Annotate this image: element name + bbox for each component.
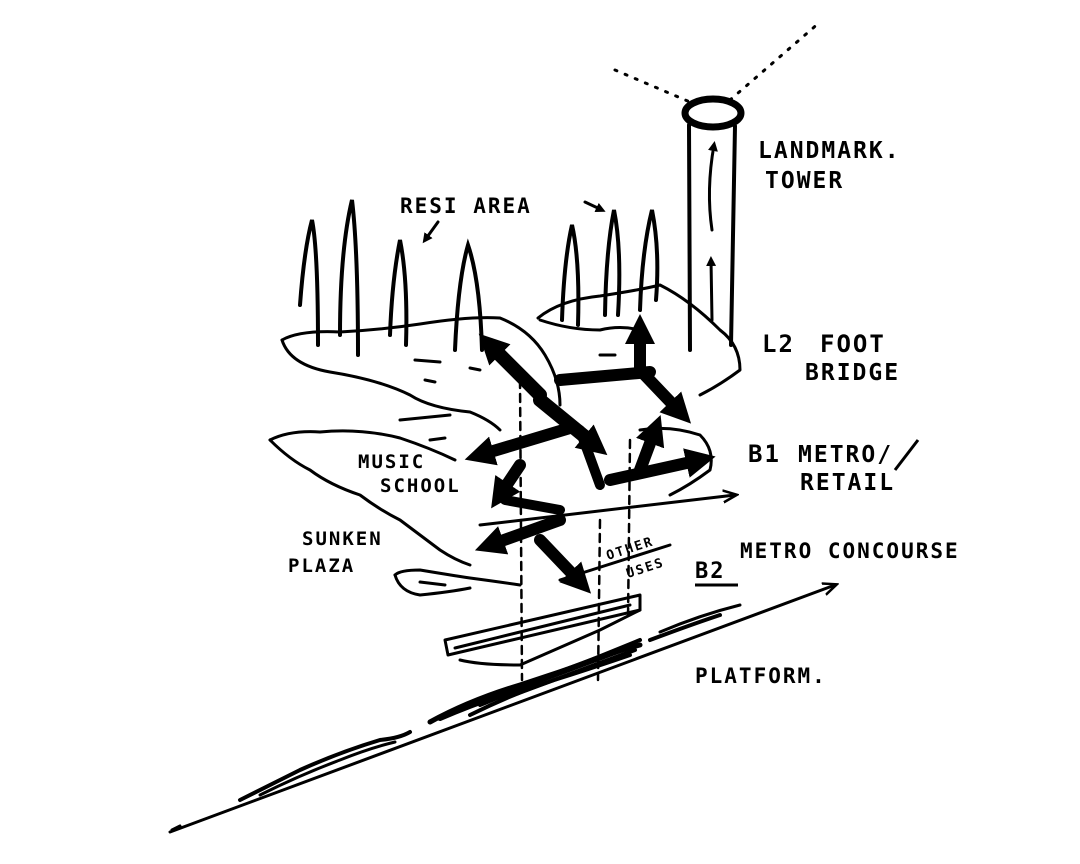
- label-landmark: LANDMARK.: [758, 138, 901, 164]
- label-metro-retail: METRO/: [798, 442, 893, 468]
- residential-towers: [298, 199, 660, 357]
- label-retail: RETAIL: [800, 470, 895, 496]
- label-platform: PLATFORM.: [695, 664, 827, 688]
- sight-lines: [613, 20, 822, 104]
- label-uses: USES: [625, 555, 667, 581]
- l2-podium: [280, 283, 742, 432]
- platform: [168, 585, 835, 834]
- sunken-plaza: [393, 568, 522, 597]
- label-metro-concourse: METRO CONCOURSE: [740, 539, 960, 563]
- label-tower: TOWER: [765, 168, 844, 194]
- label-bridge: BRIDGE: [805, 360, 900, 386]
- label-foot: FOOT: [820, 330, 886, 358]
- label-sunken: SUNKEN: [302, 528, 383, 550]
- circulation-arrows: [464, 314, 716, 594]
- resi-pointer-arrows: [422, 200, 606, 244]
- label-l2: L2: [762, 330, 795, 358]
- label-school: SCHOOL: [380, 475, 461, 497]
- label-plaza: PLAZA: [288, 555, 355, 577]
- label-music: MUSIC: [358, 451, 425, 473]
- landmark-tower: [681, 95, 745, 352]
- b2-concourse: [443, 593, 642, 667]
- label-b1: B1: [748, 440, 781, 468]
- label-b2: B2: [695, 559, 726, 584]
- label-resi-area: RESI AREA: [400, 194, 532, 218]
- annotations: LANDMARK. TOWER RESI AREA L2 FOOT BRIDGE…: [288, 138, 960, 688]
- retail-slash: [893, 439, 920, 471]
